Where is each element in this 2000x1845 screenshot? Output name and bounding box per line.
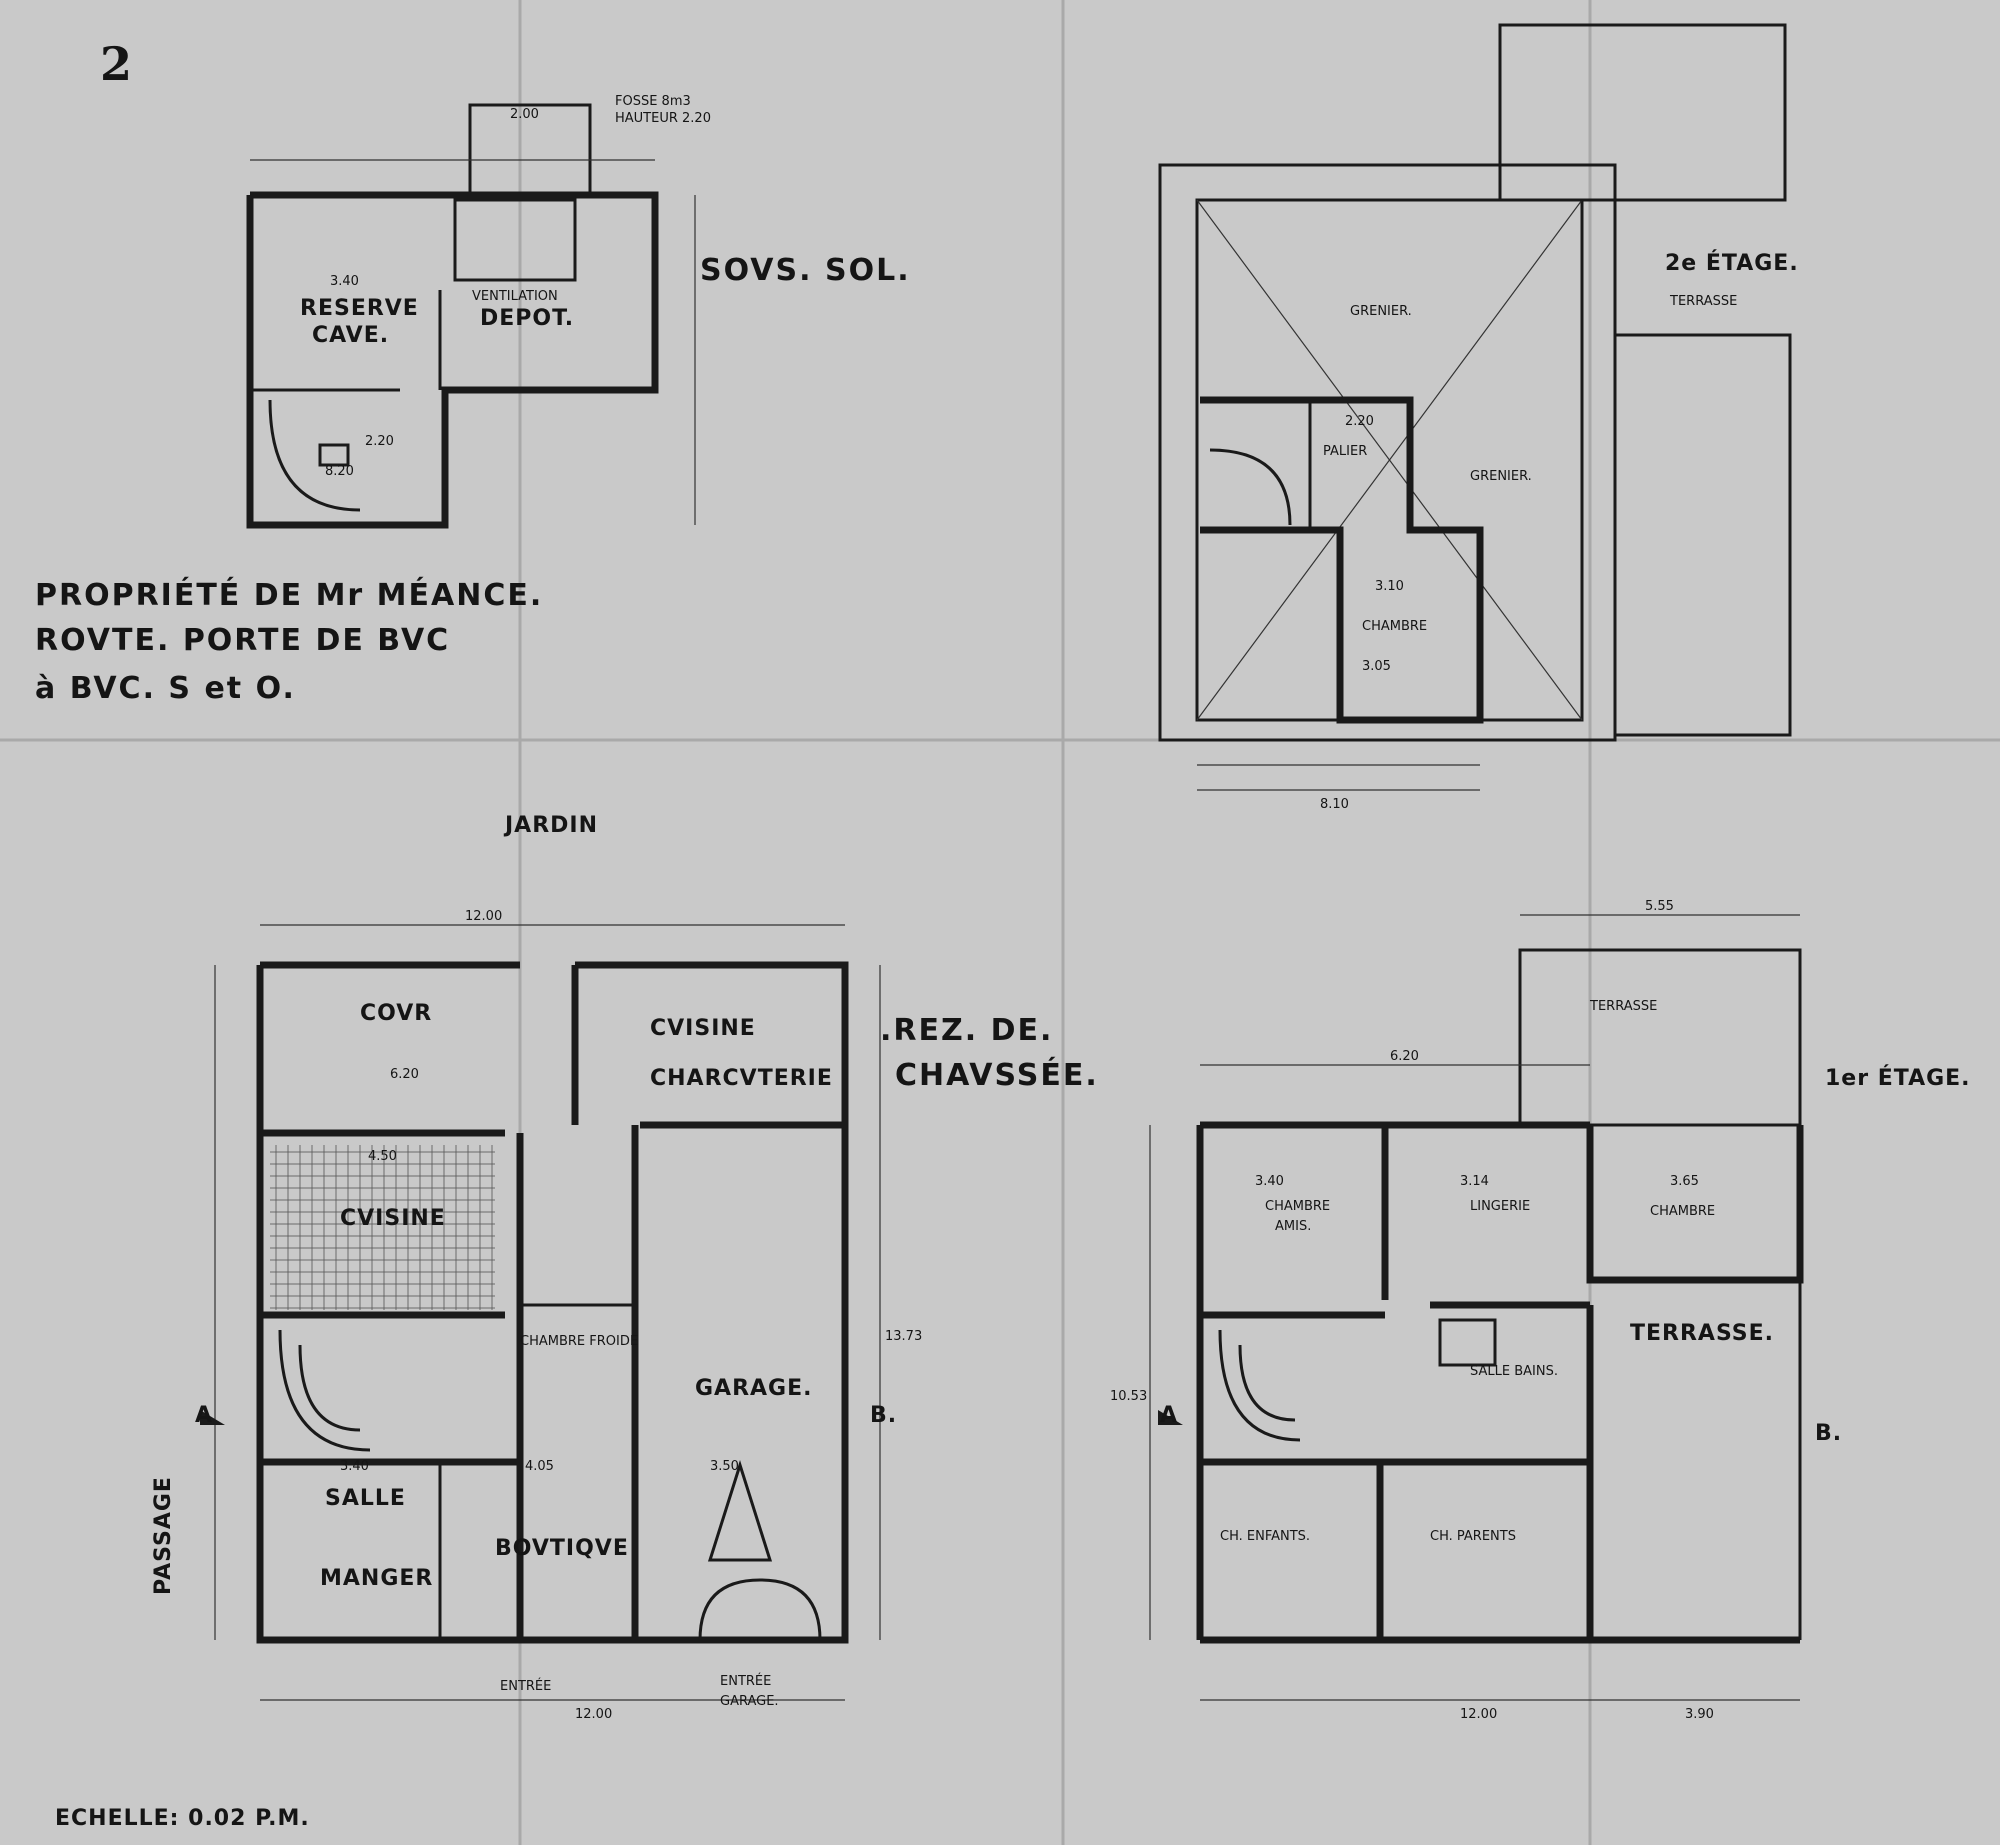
basement-title: SOVS. SOL. (700, 253, 911, 288)
basement-dim-fosse-w: 2.00 (510, 107, 539, 122)
ground-floor-dim-garage: 3.50 (710, 1459, 739, 1474)
ground-floor-title-1: .REZ. DE. (880, 1013, 1053, 1048)
ground-floor-dim-cour: 6.20 (390, 1067, 419, 1082)
second-floor-dim-chambre-h: 3.05 (1362, 659, 1391, 674)
basement-room-cave: CAVE. (312, 323, 389, 348)
ground-floor-room-cour: COVR (360, 1001, 432, 1026)
first-floor-dim-lingerie: 3.14 (1460, 1174, 1489, 1189)
basement-note-hauteur: HAUTEUR 2.20 (615, 111, 711, 126)
ground-floor-entree-shop: ENTRÉE (500, 1678, 551, 1694)
ground-floor-room-boutique: BOVTIQVE (495, 1536, 629, 1561)
ground-floor-label-jardin: JARDIN (503, 813, 598, 838)
basement-dim-stair: 8.20 (325, 464, 354, 479)
ground-floor-dim-salle: 3.40 (340, 1459, 369, 1474)
ground-floor-room-cuisine: CVISINE (340, 1206, 446, 1231)
first-floor-room-terrasse-east: TERRASSE. (1630, 1321, 1774, 1346)
basement-room-reserve: RESERVE (300, 296, 419, 321)
second-floor-dim-chambre-w: 3.10 (1375, 579, 1404, 594)
ground-floor-dim-top: 12.00 (465, 909, 502, 924)
ground-floor-plan: JARDIN A B. COVR CVISINE CHARCVTERI (151, 813, 1099, 1722)
second-floor-dim-palier: 2.20 (1345, 414, 1374, 429)
owner-line-1: PROPRIÉTÉ DE Mr MÉANCE. (35, 577, 543, 613)
ground-floor-dim-boutique: 4.05 (525, 1459, 554, 1474)
ground-floor-room-manger: MANGER (320, 1566, 433, 1591)
first-floor-room-amis: AMIS. (1275, 1219, 1311, 1234)
second-floor-title: 2e ÉTAGE. (1665, 250, 1799, 276)
second-floor-room-grenier-2: GRENIER. (1470, 469, 1532, 484)
second-floor-room-chambre: CHAMBRE (1362, 619, 1427, 634)
first-floor-dim-bottom: 12.00 (1460, 1707, 1497, 1722)
second-floor-dim-total: 8.10 (1320, 797, 1349, 812)
first-floor-room-salle-bains: SALLE BAINS. (1470, 1364, 1558, 1379)
basement-room-ventilation: VENTILATION (472, 289, 558, 304)
basement-dim-stair-h: 2.20 (365, 434, 394, 449)
first-floor-room-chambre: CHAMBRE (1650, 1204, 1715, 1219)
first-floor-dim-east: 3.90 (1685, 1707, 1714, 1722)
second-floor-room-grenier-1: GRENIER. (1350, 304, 1412, 319)
ground-floor-room-charcuterie: CHARCVTERIE (650, 1066, 833, 1091)
first-floor-room-ch-enfants: CH. ENFANTS. (1220, 1529, 1310, 1544)
first-floor-section-a: A (1160, 1403, 1178, 1428)
ground-floor-section-b: B. (870, 1403, 897, 1428)
basement-plan: RESERVE CAVE. DEPOT. VENTILATION 3.40 8.… (246, 94, 911, 529)
second-floor-room-terrasse: TERRASSE (1669, 294, 1737, 309)
owner-line-3: à BVC. S et O. (35, 671, 296, 706)
first-floor-title: 1er ÉTAGE. (1825, 1065, 1971, 1091)
ground-floor-dim-bottom: 12.00 (575, 1707, 612, 1722)
owner-line-2: ROVTE. PORTE DE BVC (35, 623, 450, 658)
first-floor-section-b: B. (1815, 1421, 1842, 1446)
first-floor-room-chambre-amis: CHAMBRE (1265, 1199, 1330, 1214)
scale-label: ECHELLE: 0.02 P.M. (55, 1806, 310, 1831)
first-floor-room-terrasse-north: TERRASSE (1589, 999, 1657, 1014)
ground-floor-dim-depth: 13.73 (885, 1329, 922, 1344)
basement-room-depot: DEPOT. (480, 306, 574, 331)
ground-floor-title-2: CHAVSSÉE. (895, 1057, 1099, 1093)
first-floor-room-ch-parents: CH. PARENTS (1430, 1529, 1516, 1544)
sheet-number: 2 (100, 37, 132, 91)
owner-block: PROPRIÉTÉ DE Mr MÉANCE. ROVTE. PORTE DE … (35, 577, 543, 706)
ground-floor-label-passage: PASSAGE (151, 1476, 176, 1595)
first-floor-dim-top: 6.20 (1390, 1049, 1419, 1064)
ground-floor-room-garage: GARAGE. (695, 1376, 813, 1401)
first-floor-dim-terrasse: 5.55 (1645, 899, 1674, 914)
ground-floor-dim-cuisine: 4.50 (368, 1149, 397, 1164)
first-floor-room-lingerie: LINGERIE (1470, 1199, 1530, 1214)
ground-floor-room-chambre-froide: CHAMBRE FROIDE (520, 1334, 638, 1349)
first-floor-plan: A B. 1er ÉTAGE. CHAMBRE AMIS. LINGERIE C… (1110, 899, 1971, 1722)
first-floor-dim-amis: 3.40 (1255, 1174, 1284, 1189)
second-floor-room-palier: PALIER (1323, 444, 1367, 459)
ground-floor-section-a: A (195, 1403, 213, 1428)
basement-note-fosse: FOSSE 8m3 (615, 94, 691, 109)
ground-floor-room-cuisine-shop: CVISINE (650, 1016, 756, 1041)
second-floor-plan: 2e ÉTAGE. GRENIER. PALIER GRENIER. CHAMB… (1158, 23, 1799, 812)
basement-dim-width: 3.40 (330, 274, 359, 289)
first-floor-dim-depth: 10.53 (1110, 1389, 1147, 1404)
ground-floor-room-salle: SALLE (325, 1486, 406, 1511)
ground-floor-entree-garage: ENTRÉE (720, 1673, 771, 1689)
first-floor-dim-chambre: 3.65 (1670, 1174, 1699, 1189)
ground-floor-entree-garage-2: GARAGE. (720, 1694, 779, 1709)
ground-floor-kitchen-tiles (270, 1145, 495, 1310)
